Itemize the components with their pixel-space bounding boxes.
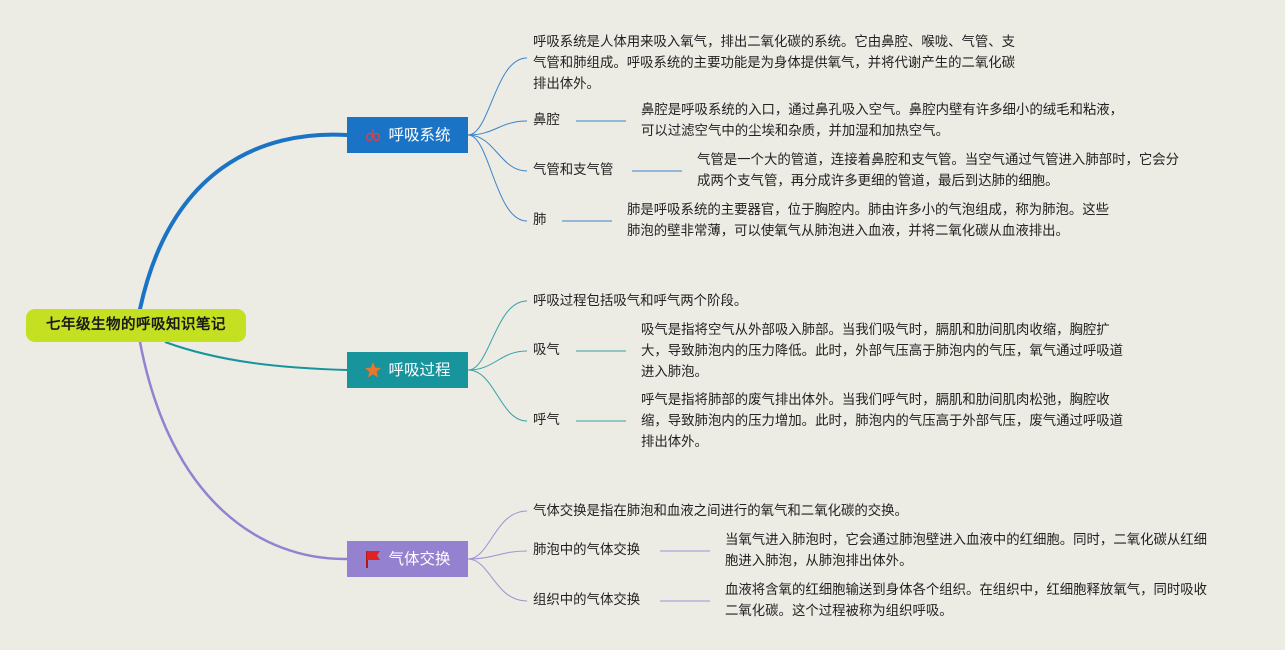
node-tissue-exchange[interactable]: 组织中的气体交换 [533, 593, 641, 608]
branch-intro: 呼吸系统是人体用来吸入氧气，排出二氧化碳的系统。它由鼻腔、喉咙、气管、支气管和肺… [533, 35, 1016, 92]
connector-root-branch3 [138, 341, 348, 561]
node-tissue-exchange-desc: 血液将含氧的红细胞输送到身体各个组织。在组织中，红细胞释放氧气，同时吸收二氧化碳… [725, 583, 1208, 619]
branch-respiratory-system[interactable]: 呼吸系统 [347, 117, 468, 153]
connector-root-branch2 [164, 341, 348, 371]
lungs-icon [364, 126, 382, 144]
node-exhale[interactable]: 呼气 [533, 413, 560, 428]
star-icon [364, 361, 382, 379]
branch-label: 呼吸过程 [388, 361, 451, 379]
branch-label: 呼吸系统 [388, 126, 451, 144]
node-inhale-desc: 吸气是指将空气从外部吸入肺部。当我们吸气时，膈肌和肋间肌肉收缩，胸腔扩大，导致肺… [641, 323, 1124, 380]
node-nasal-cavity-desc: 鼻腔是呼吸系统的入口，通过鼻孔吸入空气。鼻腔内壁有许多细小的绒毛和粘液，可以过滤… [641, 103, 1124, 139]
node-exhale-desc: 呼气是指将肺部的废气排出体外。当我们呼气时，膈肌和肋间肌肉松弛，胸腔收缩，导致肺… [641, 393, 1124, 450]
node-inhale[interactable]: 吸气 [533, 343, 560, 358]
flag-icon [364, 550, 382, 568]
root-node[interactable]: 七年级生物的呼吸知识笔记 [26, 309, 246, 342]
node-alveolar-exchange[interactable]: 肺泡中的气体交换 [533, 543, 641, 558]
node-trachea[interactable]: 气管和支气管 [533, 163, 614, 178]
node-lung[interactable]: 肺 [533, 213, 547, 228]
branch-label: 气体交换 [388, 550, 451, 568]
node-nasal-cavity[interactable]: 鼻腔 [533, 113, 560, 128]
branch-gas-exchange[interactable]: 气体交换 [347, 541, 468, 577]
connector-root-branch1 [138, 132, 349, 311]
branch-intro: 气体交换是指在肺泡和血液之间进行的氧气和二氧化碳的交换。 [533, 504, 908, 519]
node-alveolar-exchange-desc: 当氧气进入肺泡时，它会通过肺泡壁进入血液中的红细胞。同时，二氧化碳从红细胞进入肺… [725, 533, 1208, 569]
branch-breathing-process[interactable]: 呼吸过程 [347, 352, 468, 388]
branch-intro: 呼吸过程包括吸气和呼气两个阶段。 [533, 294, 748, 309]
node-lung-desc: 肺是呼吸系统的主要器官，位于胸腔内。肺由许多小的气泡组成，称为肺泡。这些肺泡的壁… [627, 203, 1110, 239]
node-trachea-desc: 气管是一个大的管道，连接着鼻腔和支气管。当空气通过气管进入肺部时，它会分成两个支… [697, 153, 1180, 189]
